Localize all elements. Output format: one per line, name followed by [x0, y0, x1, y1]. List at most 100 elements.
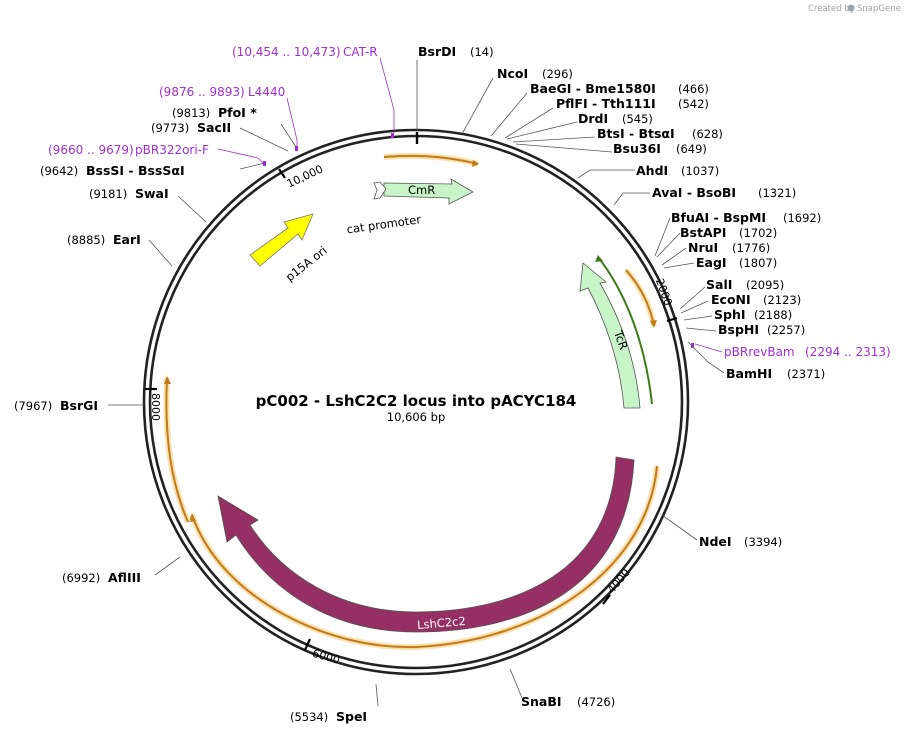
- arc-bottom: [191, 465, 658, 649]
- site-pos-sacii: (9773): [151, 121, 189, 135]
- site-labels-right: BsrDI (14) NcoI (296) BaeGI - Bme1580I (…: [418, 44, 825, 709]
- tick-label-2000: 2000: [653, 277, 675, 308]
- site-labels-left: (9813) PfoI * (9773) SacII (9642) BssSI …: [14, 105, 367, 724]
- primer-name-pbr322ori-f[interactable]: pBR322ori-F: [135, 143, 209, 157]
- site-pos-afliii: (6992): [62, 571, 100, 585]
- plasmid-title: pC002 - LshC2C2 locus into pACYC184: [256, 392, 577, 410]
- leader-bsu36i: [515, 143, 613, 153]
- site-name-pflfi[interactable]: PflFI - Tth111I: [556, 96, 656, 111]
- tick-label-8000: 8000: [149, 393, 162, 421]
- site-name-drdi[interactable]: DrdI: [578, 111, 608, 126]
- site-name-ncoi[interactable]: NcoI: [497, 66, 528, 81]
- leader-pbrrevbam: [694, 343, 723, 353]
- primer-labels: (10,454 .. 10,473) CAT-R (9876 .. 9893) …: [48, 45, 891, 359]
- site-name-avai[interactable]: AvaI - BsoBI: [652, 185, 736, 200]
- leader-eari: [148, 239, 173, 267]
- site-name-pfoi[interactable]: PfoI *: [218, 105, 257, 120]
- plasmid-size: 10,606 bp: [387, 410, 446, 424]
- site-pos-btsi: (628): [692, 127, 723, 141]
- site-pos-swai: (9181): [89, 187, 127, 201]
- feature-cmr[interactable]: [383, 178, 474, 205]
- leader-bsphi: [685, 327, 717, 332]
- credit-text: Created by: [808, 4, 855, 14]
- primer-range-cat-r: (10,454 .. 10,473): [232, 45, 341, 59]
- site-name-eari[interactable]: EarI: [113, 232, 141, 247]
- leader-econi: [680, 300, 709, 314]
- primer-name-l4440[interactable]: L4440: [248, 85, 285, 99]
- site-pos-bfuai: (1692): [783, 211, 821, 225]
- site-name-baegi[interactable]: BaeGI - Bme1580I: [530, 81, 656, 96]
- tick-label-6000: 6000: [311, 647, 341, 667]
- primer-range-pbrrevbam: (2294 .. 2313): [805, 345, 891, 359]
- feature-p15a-ori[interactable]: [249, 213, 314, 267]
- site-name-econi[interactable]: EcoNI: [711, 292, 751, 307]
- site-name-btsi[interactable]: BtsI - BtsαI: [597, 126, 675, 141]
- primer-name-pbrrevbam[interactable]: pBRrevBam: [724, 345, 795, 359]
- site-name-afliii[interactable]: AflIII: [108, 570, 141, 585]
- credit-brand: SnapGene: [857, 4, 901, 14]
- feature-label-tcr: TcR: [611, 328, 631, 352]
- site-pos-nrui: (1776): [732, 241, 770, 255]
- leader-snabi: [509, 668, 523, 699]
- site-name-ndei[interactable]: NdeI: [699, 534, 732, 549]
- leader-spei: [375, 683, 379, 707]
- leader-bfuai: [654, 217, 671, 257]
- site-name-bsssi[interactable]: BssSI - BssSαI: [86, 163, 185, 178]
- leader-cat-r: [379, 57, 395, 133]
- arc-left-arrow-icon: [164, 376, 171, 384]
- leader-bstapi: [656, 232, 681, 258]
- site-pos-bsphi: (2257): [767, 323, 805, 337]
- feature-label-p15a-ori: p15A ori: [283, 243, 330, 284]
- tick-2000: [666, 316, 678, 323]
- site-name-bsrgi[interactable]: BsrGI: [60, 398, 98, 413]
- feature-cat-promoter[interactable]: [373, 181, 387, 200]
- leader-pfoi: [280, 123, 297, 148]
- leader-bamhi: [687, 341, 725, 374]
- arc-right-halo: [623, 268, 657, 327]
- site-pos-ndei: (3394): [744, 535, 782, 549]
- site-pos-eari: (8885): [67, 233, 105, 247]
- leader-avai: [613, 192, 650, 206]
- site-name-snabi[interactable]: SnaBI: [521, 694, 562, 709]
- leader-ncoi: [461, 77, 494, 135]
- site-name-sphi[interactable]: SphI: [714, 307, 746, 322]
- tick-4000: [602, 594, 611, 605]
- leader-nrui: [661, 247, 687, 266]
- site-name-spei[interactable]: SpeI: [336, 709, 367, 724]
- site-pos-sphi: (2188): [754, 308, 792, 322]
- primer-range-pbr322ori-f: (9660 .. 9679): [48, 143, 134, 157]
- site-name-nrui[interactable]: NruI: [688, 240, 718, 255]
- site-name-eagi[interactable]: EagI: [696, 255, 727, 270]
- feature-label-lshc2c2: LshC2c2: [417, 614, 467, 632]
- site-name-ahdi[interactable]: AhdI: [636, 163, 668, 178]
- feature-tcr[interactable]: [579, 262, 641, 409]
- site-pos-bsu36i: (649): [676, 142, 707, 156]
- site-pos-bsrdi: (14): [470, 45, 494, 59]
- site-name-bsu36i[interactable]: Bsu36I: [613, 141, 661, 156]
- site-name-bsrdi[interactable]: BsrDI: [418, 44, 456, 59]
- site-name-sacii[interactable]: SacII: [197, 120, 231, 135]
- leader-pflfi: [504, 107, 554, 139]
- site-pos-pfoi: (9813): [172, 106, 210, 120]
- leader-eagi: [663, 262, 695, 269]
- tick-6000: [303, 638, 312, 651]
- primer-marker-l4440: [295, 146, 298, 151]
- site-pos-ncoi: (296): [542, 67, 573, 81]
- leader-afliii: [154, 556, 181, 576]
- site-pos-avai: (1321): [758, 186, 796, 200]
- site-name-bfuai[interactable]: BfuAI - BspMI: [671, 210, 766, 225]
- site-name-swai[interactable]: SwaI: [135, 186, 169, 201]
- site-name-bstapi[interactable]: BstAPI: [680, 225, 726, 240]
- site-name-bsphi[interactable]: BspHI: [718, 322, 759, 337]
- site-name-bamhi[interactable]: BamHI: [726, 366, 772, 381]
- leader-sacii: [239, 127, 289, 152]
- leader-ndei: [661, 514, 698, 541]
- primer-name-cat-r[interactable]: CAT-R: [343, 45, 378, 59]
- site-name-sali[interactable]: SalI: [706, 277, 732, 292]
- leader-btsi: [512, 136, 596, 143]
- leader-pbr322ori-f: [217, 148, 266, 166]
- snapgene-logo-icon: [847, 4, 855, 12]
- feature-lshc2c2[interactable]: [217, 456, 635, 633]
